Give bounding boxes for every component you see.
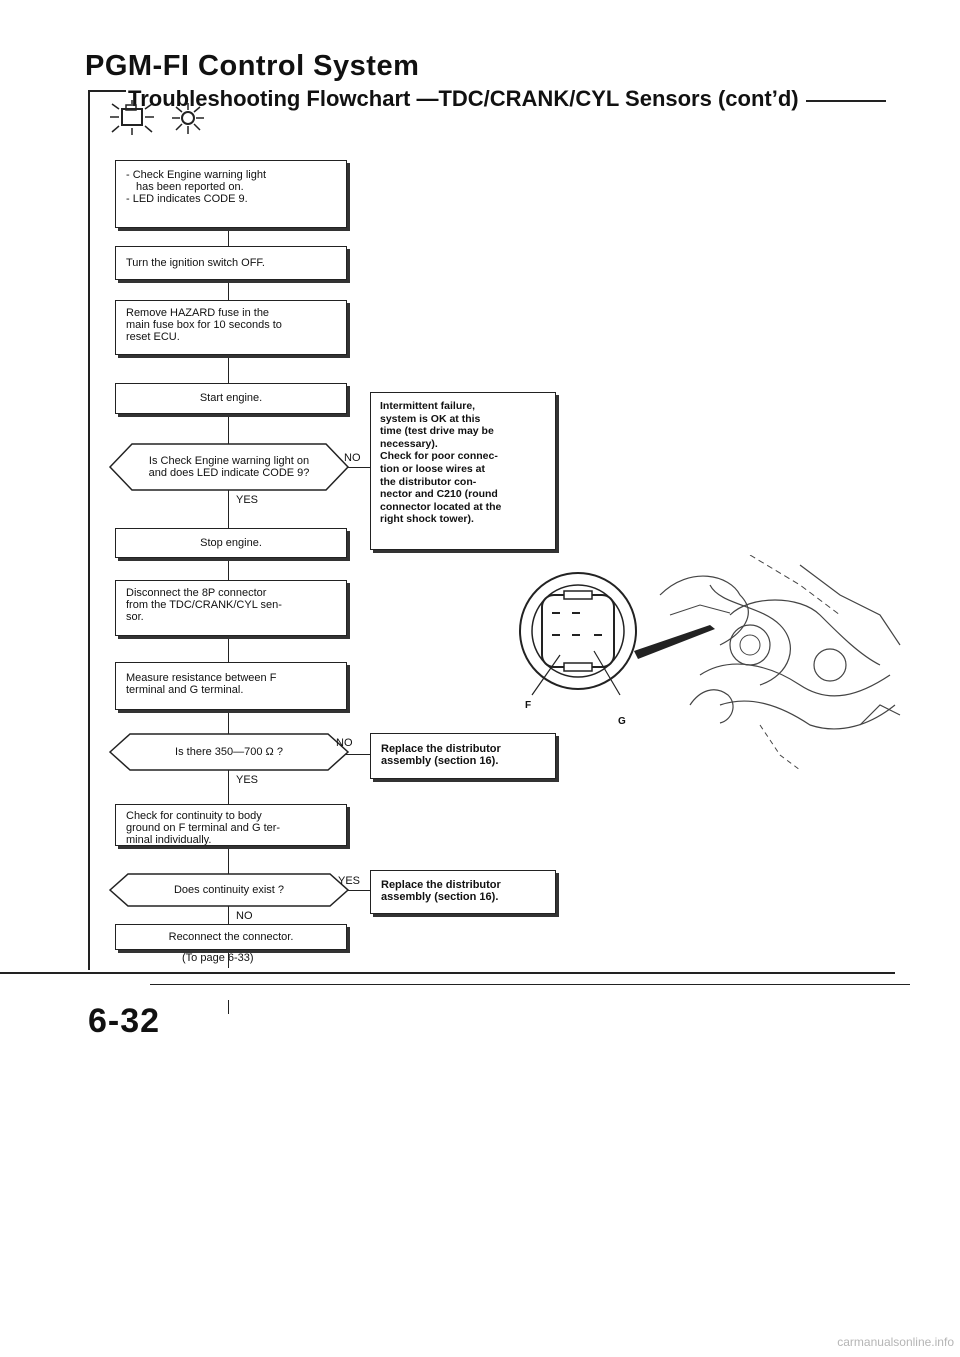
connector-4 [228, 414, 229, 444]
terminal-f-label: F [525, 700, 532, 711]
box-line: assembly (section 16). [381, 755, 499, 767]
diamond-check-code9-shape [108, 443, 350, 491]
connector-5 [228, 490, 229, 528]
box-disconnect-connector: Disconnect the 8P connector from the TDC… [115, 580, 347, 636]
box-line: - LED indicates CODE 9. [126, 193, 248, 205]
box-line: system is OK at this [380, 412, 481, 425]
box-line: the distributor con- [380, 475, 477, 488]
box-line: from the TDC/CRANK/CYL sen- [126, 599, 282, 611]
box-line: minal individually. [126, 834, 212, 846]
box-line: Check for continuity to body [126, 810, 262, 822]
box-line: Check for poor connec- [380, 450, 498, 463]
diamond-check-code9: Is Check Engine warning light on and doe… [122, 455, 336, 479]
box-measure-resistance: Measure resistance between F terminal an… [115, 662, 347, 710]
connector-11 [228, 904, 229, 924]
box-line: Turn the ignition switch OFF. [126, 257, 265, 269]
connector-12 [228, 950, 229, 968]
box-line: - Check Engine warning light [126, 169, 267, 181]
box-line: Disconnect the 8P connector [126, 587, 267, 599]
label-no-3: NO [236, 910, 253, 922]
terminal-g-label: G [618, 716, 626, 727]
box-line: Measure resistance between F [126, 672, 277, 684]
box-check-engine-reported: - Check Engine warning light has been re… [115, 160, 347, 228]
box-line: Remove HAZARD fuse in the [126, 307, 270, 319]
box-replace-distributor-1: Replace the distributor assembly (sectio… [370, 733, 556, 779]
box-intermittent-failure: Intermittent failure, system is OK at th… [370, 392, 556, 550]
box-line: Replace the distributor [381, 879, 501, 891]
label-yes-2: YES [236, 774, 259, 786]
box-line: nector and C210 (round [380, 488, 498, 501]
box-reconnect: Reconnect the connector. [115, 924, 347, 950]
diamond-continuity-shape [108, 873, 350, 907]
diamond-resistance-shape [108, 733, 350, 771]
box-line: Reconnect the connector. [168, 931, 294, 943]
label-yes-3: YES [338, 875, 361, 887]
connector-1 [228, 228, 229, 246]
box-remove-fuse: Remove HAZARD fuse in the main fuse box … [115, 300, 347, 355]
connector-10 [228, 846, 229, 876]
box-start-engine: Start engine. [115, 383, 347, 414]
frame-top-line [88, 90, 126, 92]
box-line: main fuse box for 10 seconds to [126, 319, 282, 331]
label-no-2: NO [336, 737, 353, 749]
diamond-line: Is Check Engine warning light on [148, 455, 310, 467]
box-line: Stop engine. [200, 537, 262, 549]
connector-8 [228, 710, 229, 734]
box-line: terminal and G terminal. [126, 684, 244, 696]
box-line: Start engine. [199, 392, 263, 404]
connector-3 [228, 355, 229, 383]
frame-left-line [88, 90, 90, 970]
frame-top-right-line [806, 100, 886, 102]
distributor-connector-illustration [519, 555, 901, 771]
box-line: has been reported on. [136, 181, 244, 193]
branch-no-1 [344, 467, 370, 468]
connector-9 [228, 768, 229, 804]
connector-2 [228, 280, 229, 300]
box-line: Replace the distributor [381, 743, 501, 755]
page-title: PGM-FI Control System [85, 50, 420, 82]
label-yes-1: YES [236, 494, 259, 506]
branch-yes-3 [344, 890, 370, 891]
box-line: necessary). [380, 437, 438, 450]
box-check-continuity: Check for continuity to body ground on F… [115, 804, 347, 846]
box-stop-engine: Stop engine. [115, 528, 347, 558]
footer-rule-2 [150, 984, 910, 985]
box-line: sor. [126, 611, 144, 623]
box-line: ground on F terminal and G ter- [126, 822, 281, 834]
connector-7 [228, 636, 229, 662]
box-line: reset ECU. [126, 331, 180, 343]
branch-no-2 [344, 754, 370, 755]
box-line: right shock tower). [380, 513, 474, 526]
diamond-continuity: Does continuity exist ? [173, 884, 285, 896]
box-replace-distributor-2: Replace the distributor assembly (sectio… [370, 870, 556, 914]
to-page-note: (To page 6-33) [182, 952, 254, 964]
check-engine-icon [110, 100, 154, 135]
fuse-icon [172, 103, 204, 134]
diamond-resistance: Is there 350—700 Ω ? [175, 746, 283, 758]
page-subtitle: Troubleshooting Flowchart —TDC/CRANK/CYL… [128, 86, 799, 111]
box-line: Intermittent failure, [380, 400, 476, 412]
watermark: carmanualsonline.info [837, 1335, 954, 1349]
connector-6 [228, 558, 229, 580]
page-number: 6-32 [88, 1002, 161, 1040]
box-line: assembly (section 16). [381, 891, 499, 903]
box-ignition-off: Turn the ignition switch OFF. [115, 246, 347, 280]
footer-rule [0, 972, 895, 974]
box-line: tion or loose wires at [380, 462, 486, 475]
label-no-1: NO [344, 452, 361, 464]
connector-13 [228, 1000, 229, 1014]
box-line: time (test drive may be [380, 425, 494, 438]
box-line: connector located at the [380, 500, 502, 513]
diamond-line: and does LED indicate CODE 9? [148, 467, 310, 479]
